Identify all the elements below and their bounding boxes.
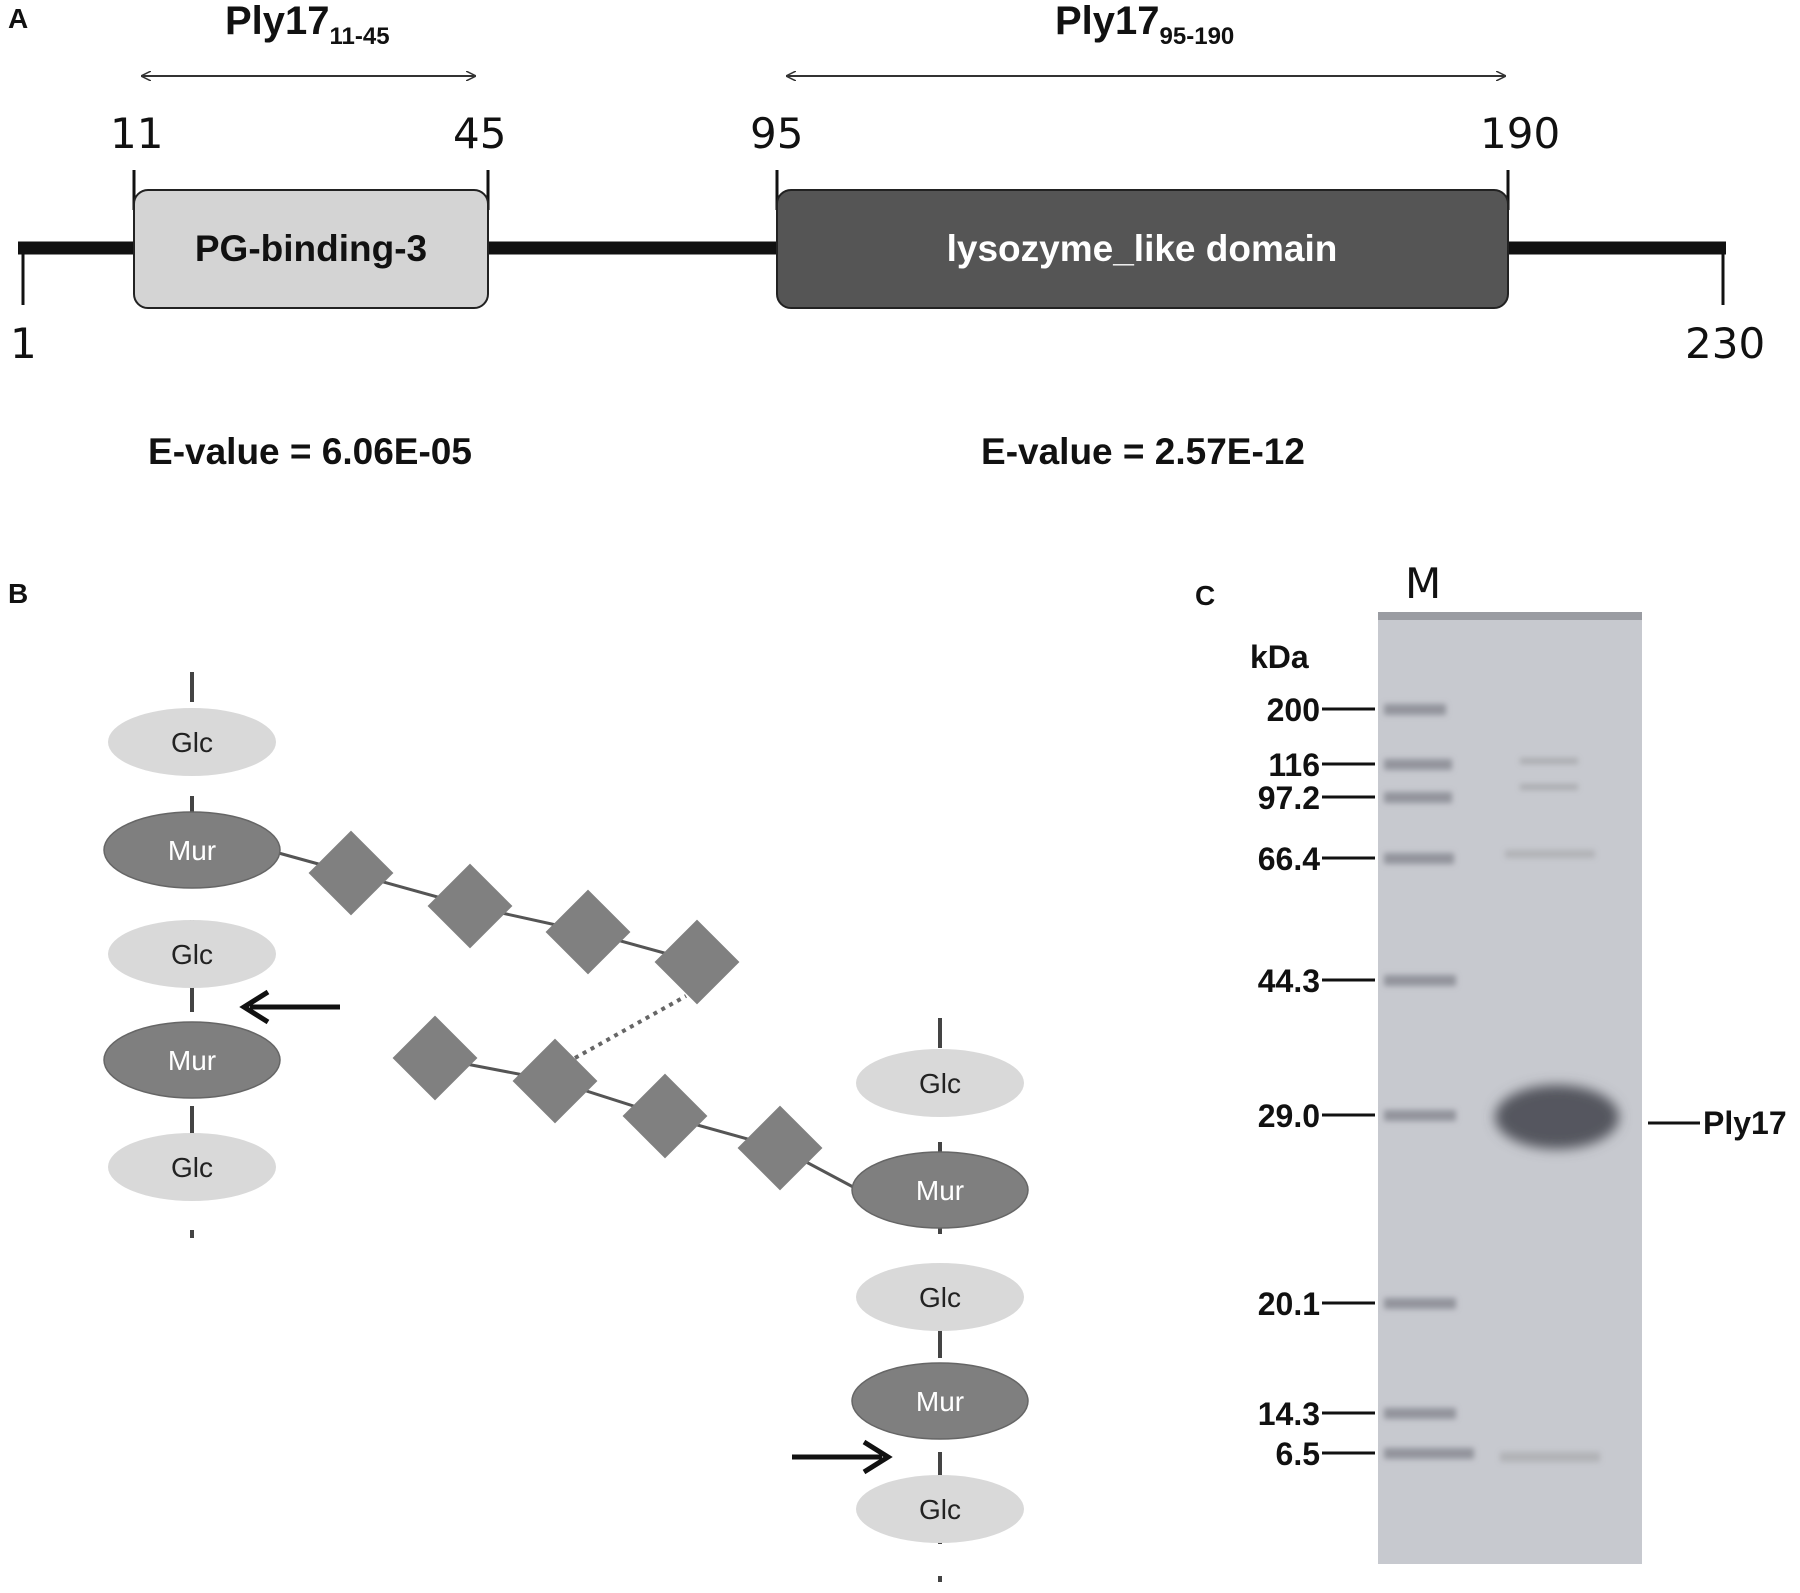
marker-label: 20.1 — [1258, 1286, 1320, 1322]
sample-faint-band — [1520, 784, 1578, 790]
right-mur-sugar — [851, 1362, 1029, 1440]
marker-label: 29.0 — [1258, 1098, 1320, 1134]
peptide-residue — [308, 830, 394, 916]
marker-label: 66.4 — [1258, 841, 1320, 877]
region1-name: Ply17 — [225, 0, 330, 43]
panel-c-label: C — [1195, 580, 1215, 611]
marker-label: 6.5 — [1276, 1436, 1320, 1472]
left-glc-sugar — [108, 920, 276, 988]
right-glc-sugar — [856, 1049, 1024, 1117]
region1-label: Ply1711-45 — [225, 0, 390, 50]
pg-binding-domain-label: PG-binding-3 — [195, 228, 427, 269]
left-glc-sugar — [108, 1133, 276, 1201]
marker-band — [1384, 1110, 1456, 1121]
left-mur-sugar — [103, 811, 281, 889]
peptide-residue — [654, 919, 740, 1005]
lysozyme-domain-box — [776, 189, 1509, 309]
marker-label: 14.3 — [1258, 1396, 1320, 1432]
marker-band — [1384, 759, 1452, 770]
left-sugar-label: Glc — [171, 727, 213, 758]
marker-band — [1384, 1298, 1456, 1309]
pos-190-label: 190 — [1480, 109, 1560, 158]
pg-binding-domain-box — [133, 189, 489, 309]
left-mur-sugar — [103, 1021, 281, 1099]
ply17-band-label: Ply17 — [1703, 1105, 1787, 1141]
arrowhead-left — [239, 989, 270, 1025]
crosslink-bond — [574, 994, 687, 1060]
ply17-band — [1495, 1085, 1619, 1149]
marker-band — [1384, 975, 1456, 986]
left-glc-sugar — [108, 708, 276, 776]
marker-label: 116 — [1268, 747, 1320, 783]
marker-band — [1384, 704, 1446, 715]
evalue-2: E-value = 2.57E-12 — [981, 431, 1305, 472]
sds-page-gel — [1378, 612, 1642, 1564]
lane-m-label: M — [1405, 559, 1441, 608]
panel-b-label: B — [8, 578, 28, 609]
arrowhead-right — [862, 1439, 893, 1475]
pos-11-label: 11 — [110, 109, 163, 158]
pos-45-label: 45 — [453, 109, 506, 158]
marker-label: 97.2 — [1258, 780, 1320, 816]
right-sugar-label: Glc — [919, 1068, 961, 1099]
peptide-residue — [622, 1073, 708, 1159]
marker-band — [1384, 792, 1452, 803]
sample-faint-band — [1505, 850, 1595, 858]
right-sugar-label: Mur — [916, 1386, 964, 1417]
left-sugar-label: Mur — [168, 1045, 216, 1076]
right-glc-sugar — [856, 1475, 1024, 1543]
marker-band — [1384, 1448, 1474, 1459]
peptide-residue — [737, 1105, 823, 1191]
peptide-residue — [392, 1015, 478, 1101]
left-sugar-label: Mur — [168, 835, 216, 866]
region2-label: Ply1795-190 — [1055, 0, 1234, 50]
pos-230-label: 230 — [1685, 319, 1765, 368]
sample-faint-band — [1520, 758, 1578, 764]
region1-sub: 11-45 — [330, 23, 390, 50]
marker-label: 200 — [1267, 692, 1320, 728]
region2-sub: 95-190 — [1160, 23, 1235, 50]
lysozyme-domain-label: lysozyme_like domain — [947, 228, 1338, 269]
left-sugar-label: Glc — [171, 1152, 213, 1183]
peptide-residue — [427, 863, 513, 949]
pos-95-label: 95 — [750, 109, 803, 158]
left-sugar-label: Glc — [171, 939, 213, 970]
marker-band — [1384, 1408, 1456, 1419]
marker-band — [1384, 853, 1454, 864]
panel-a: A Ply1711-45 Ply1795-190 11 45 95 190 1 … — [8, 0, 1765, 472]
right-sugar-label: Glc — [919, 1282, 961, 1313]
pos-1-label: 1 — [10, 319, 37, 368]
kda-unit-label: kDa — [1250, 639, 1309, 675]
evalue-1: E-value = 6.06E-05 — [148, 431, 472, 472]
panel-a-label: A — [8, 3, 28, 34]
right-sugar-label: Glc — [919, 1494, 961, 1525]
marker-label: 44.3 — [1258, 963, 1320, 999]
right-sugar-label: Mur — [916, 1175, 964, 1206]
right-glc-sugar — [856, 1263, 1024, 1331]
gel-top-edge — [1378, 612, 1642, 620]
peptide-residue — [545, 889, 631, 975]
region2-name: Ply17 — [1055, 0, 1160, 43]
marker-lane — [1384, 704, 1474, 1459]
right-mur-sugar — [851, 1151, 1029, 1229]
sample-faint-band — [1500, 1452, 1600, 1462]
